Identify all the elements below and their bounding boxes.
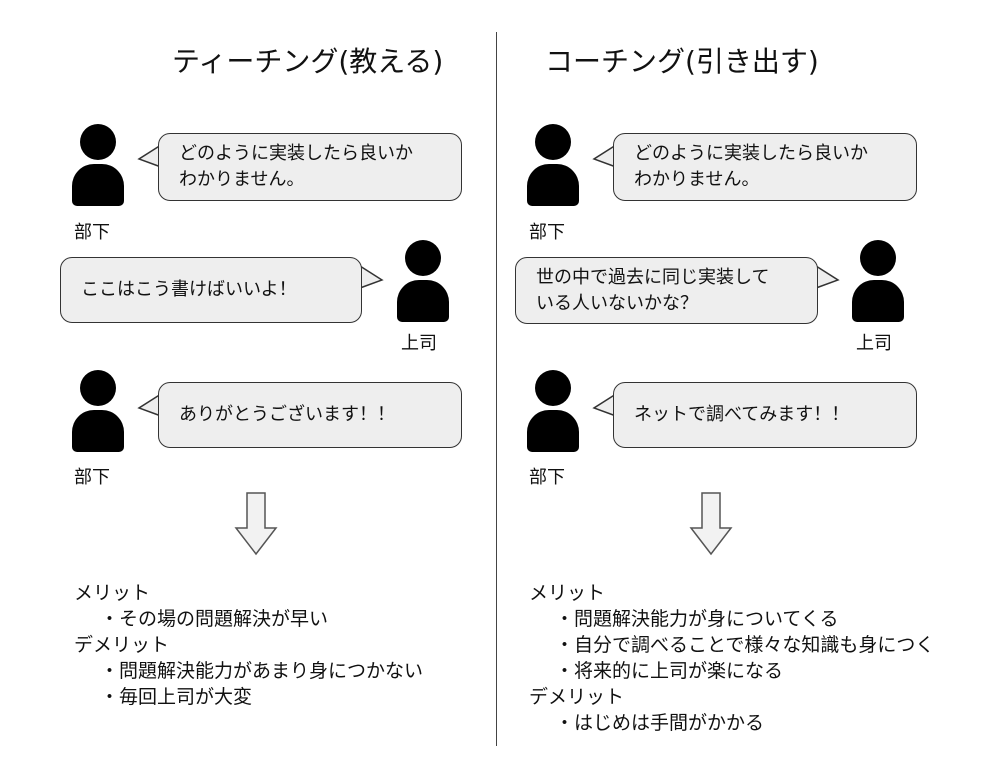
teaching-merit-list: メリット ・その場の問題解決が早い デメリット ・問題解決能力があまり身につかな…	[74, 580, 423, 710]
coaching-merit-list: メリット ・問題解決能力が身についてくる ・自分で調べることで様々な知識も身につ…	[529, 580, 934, 736]
demerit-item: ・毎回上司が大変	[100, 686, 253, 708]
merit-item: ・問題解決能力が身についてくる	[555, 608, 839, 630]
merit-item: ・自分で調べることで様々な知識も身につく	[555, 634, 935, 656]
down-arrow-icon	[234, 492, 278, 556]
subordinate-icon	[72, 370, 124, 452]
boss-answer-bubble: ここはこう書けばいいよ！	[60, 257, 362, 323]
subordinate-label: 部下	[529, 467, 565, 488]
subordinate-icon	[527, 124, 579, 206]
boss-label: 上司	[401, 333, 437, 354]
subordinate-question-bubble: どのように実装したら良いか わかりません。	[613, 133, 917, 201]
demerit-item: ・問題解決能力があまり身につかない	[100, 660, 424, 682]
subordinate-reply-bubble: ネットで調べてみます！！	[613, 382, 917, 448]
subordinate-icon	[72, 124, 124, 206]
merit-heading: メリット	[74, 582, 151, 604]
merit-item: ・その場の問題解決が早い	[100, 608, 329, 630]
demerit-heading: デメリット	[529, 686, 625, 708]
demerit-heading: デメリット	[74, 634, 170, 656]
bubble-tail	[814, 264, 840, 290]
merit-heading: メリット	[529, 582, 606, 604]
down-arrow-icon	[689, 492, 733, 556]
subordinate-label: 部下	[74, 222, 110, 243]
boss-question-bubble: 世の中で過去に同じ実装して いる人いないかな？	[515, 257, 818, 324]
merit-item: ・将来的に上司が楽になる	[555, 660, 784, 682]
coaching-title: コーチング(引き出す)	[545, 45, 819, 78]
demerit-item: ・はじめは手間がかかる	[555, 712, 765, 734]
column-divider	[496, 32, 497, 746]
subordinate-icon	[527, 370, 579, 452]
boss-label: 上司	[856, 333, 892, 354]
subordinate-thanks-bubble: ありがとうございます！！	[158, 382, 462, 448]
teaching-title: ティーチング(教える)	[172, 45, 444, 78]
bubble-tail	[358, 264, 384, 290]
subordinate-question-bubble: どのように実装したら良いか わかりません。	[158, 133, 462, 201]
boss-icon	[397, 240, 449, 322]
subordinate-label: 部下	[529, 222, 565, 243]
subordinate-label: 部下	[74, 467, 110, 488]
boss-icon	[852, 240, 904, 322]
